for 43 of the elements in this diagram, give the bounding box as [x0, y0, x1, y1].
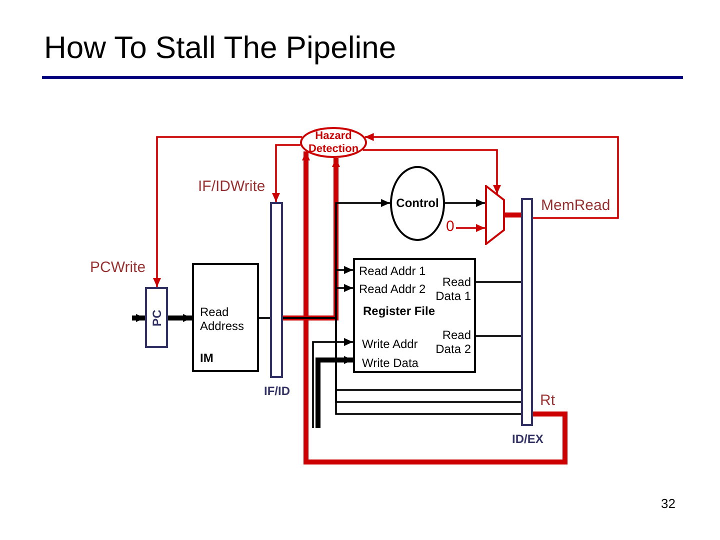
port-label: Read Data 1	[434, 275, 471, 304]
unit-label: Control	[396, 196, 439, 210]
port-label: Read Addr 1	[359, 264, 426, 278]
connector-line	[505, 212, 521, 218]
page-number: 32	[661, 496, 676, 511]
connector-line	[476, 281, 521, 283]
constant-value: 0	[446, 219, 454, 234]
arrow	[445, 199, 485, 207]
arrow	[272, 144, 300, 202]
port-label: Write Data	[362, 356, 418, 370]
connector-line	[259, 317, 270, 319]
unit-label: IM	[200, 351, 214, 366]
arrow	[132, 314, 145, 322]
register-label: PC	[150, 309, 164, 326]
unit-label: Register File	[363, 304, 436, 318]
register-file-box	[353, 258, 476, 373]
pipeline-register-bar	[270, 202, 283, 378]
port-label: Read Data 2	[434, 328, 471, 357]
multiplexer-symbol	[485, 185, 505, 245]
register-name: ID/EX	[512, 432, 544, 446]
register-name: IF/ID	[264, 384, 290, 398]
slide-title: How To Stall The Pipeline	[44, 30, 396, 66]
arrow	[168, 314, 192, 322]
arrow	[364, 133, 619, 219]
arrow	[456, 224, 485, 232]
pipeline-register-bar	[521, 198, 533, 426]
connector-line	[476, 335, 521, 337]
signal-label: PCWrite	[90, 259, 146, 276]
signal-label: IF/IDWrite	[198, 178, 266, 195]
arrow	[153, 136, 302, 287]
arrow	[312, 338, 353, 428]
port-label: Read Address	[200, 305, 246, 334]
arrow	[316, 356, 353, 428]
port-label: Read Addr 2	[359, 282, 426, 296]
signal-label: MemRead	[541, 197, 610, 214]
arrow	[302, 151, 568, 464]
unit-label: Hazard Detection	[307, 130, 360, 156]
arrow	[283, 158, 340, 320]
instruction-memory-box	[192, 263, 259, 372]
signal-label: Rt	[540, 392, 555, 409]
pc-register-box	[145, 287, 168, 348]
port-label: Write Addr	[362, 337, 418, 352]
arrow	[362, 149, 501, 194]
